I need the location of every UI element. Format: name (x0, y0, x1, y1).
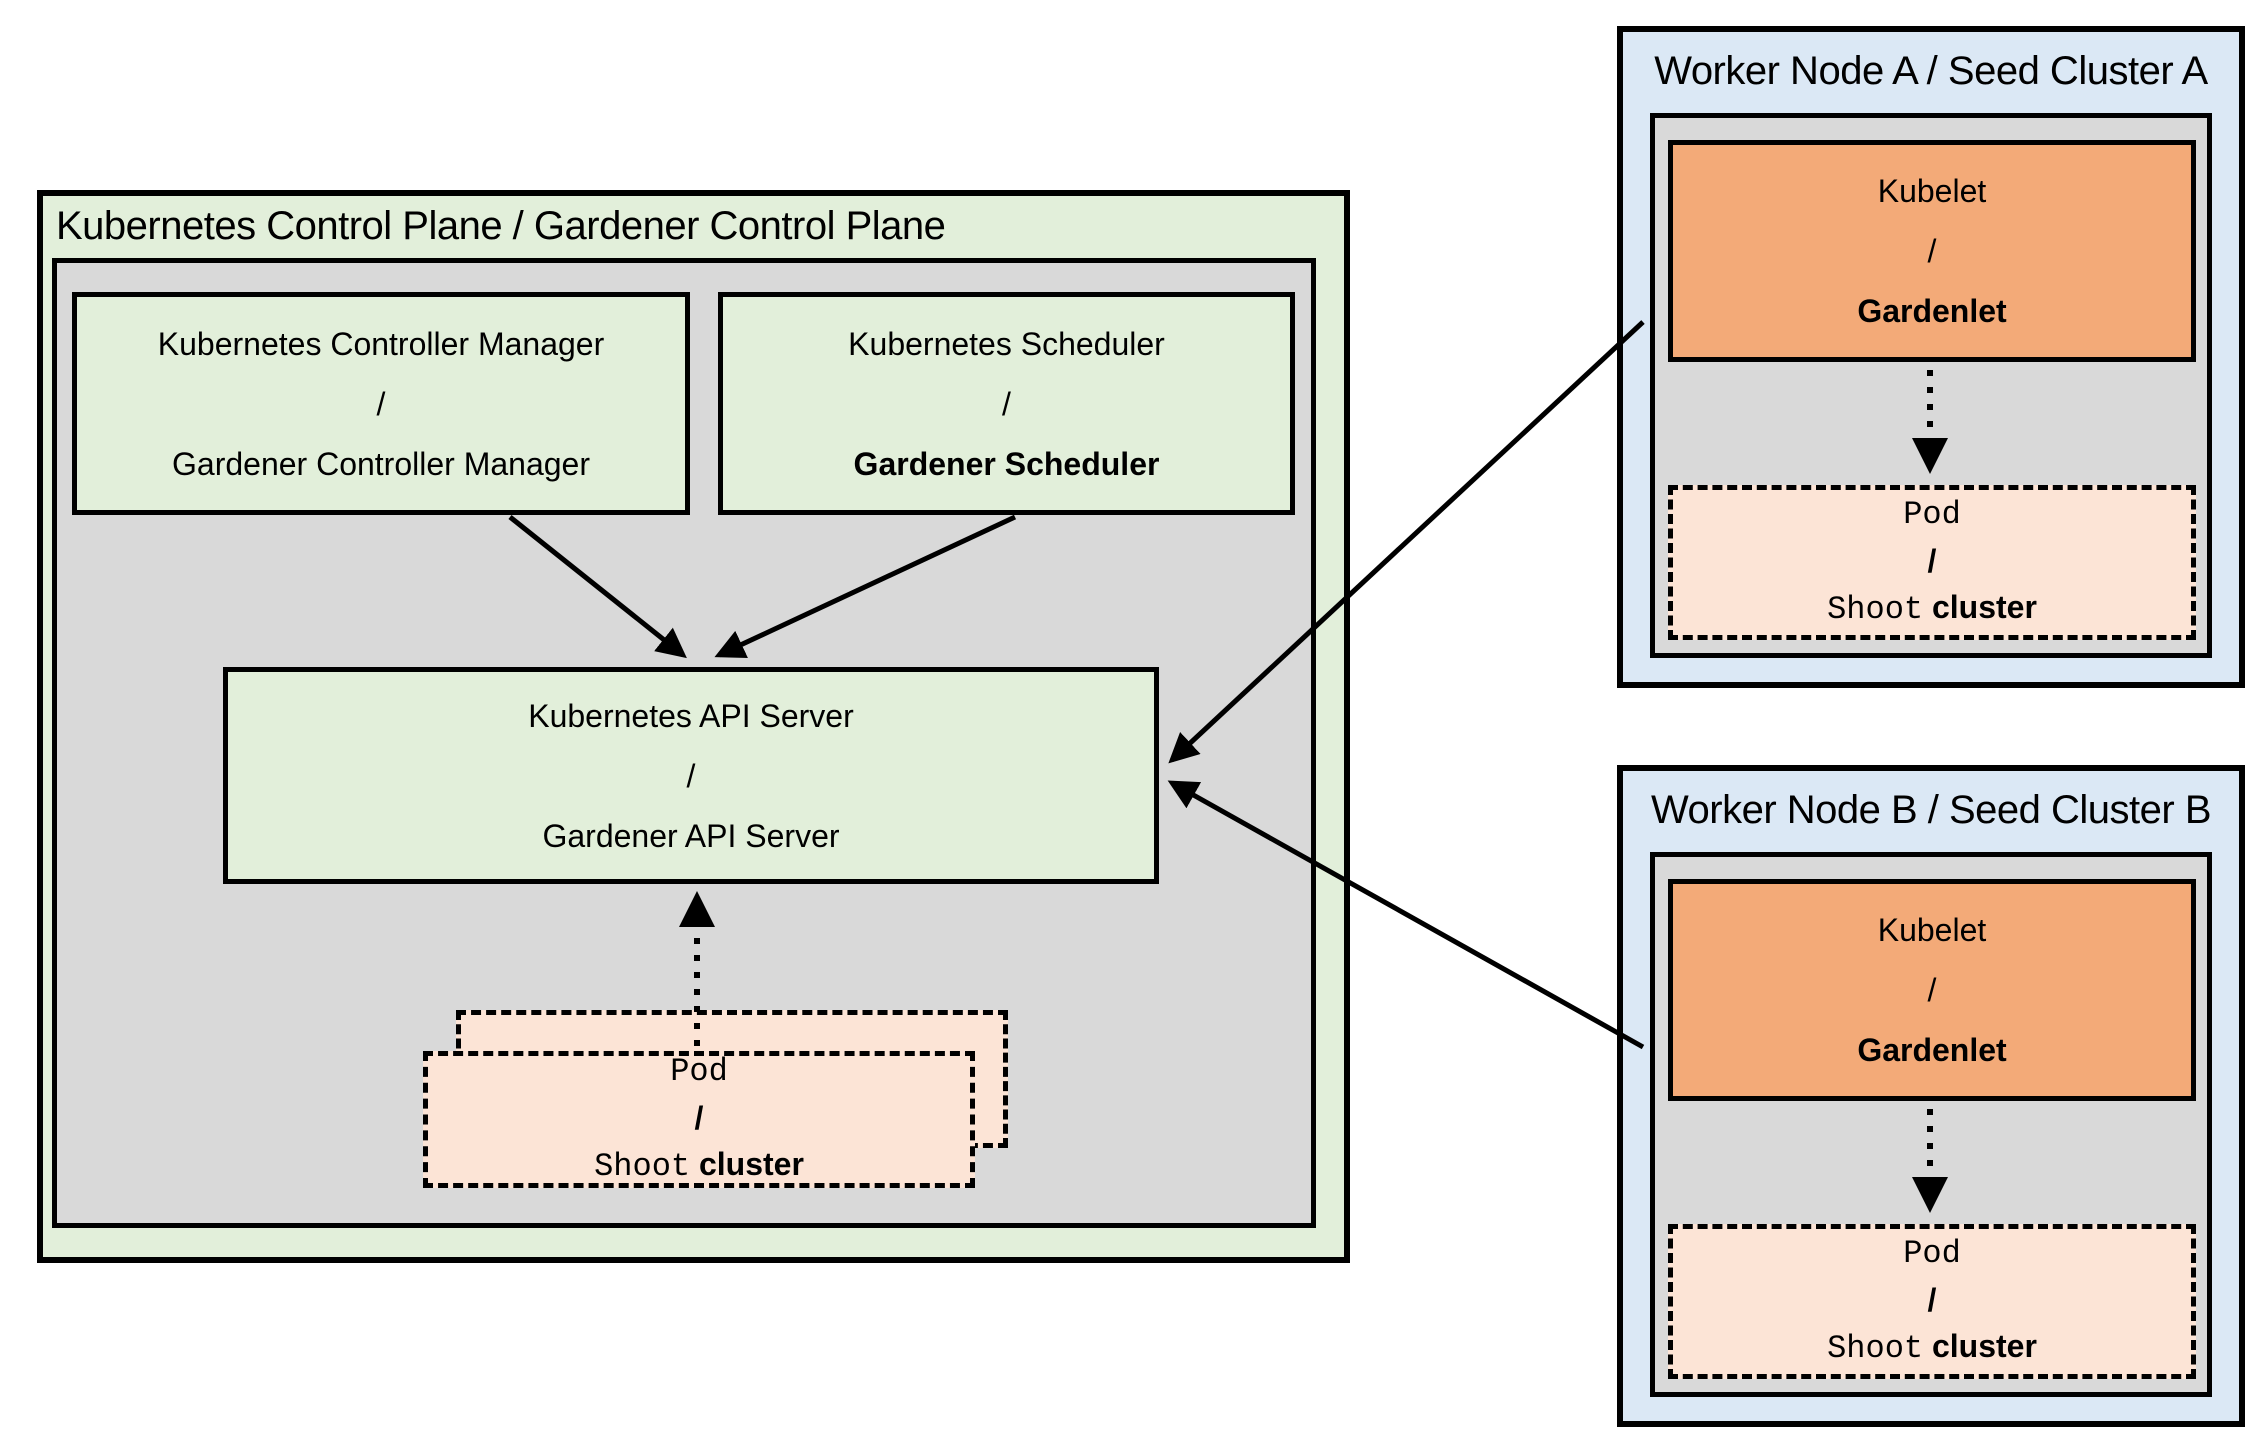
pod-line3-shoot: Shoot (594, 1148, 691, 1185)
scheduler-line2: Gardener Scheduler (853, 445, 1160, 482)
scheduler-box: Kubernetes Scheduler / Gardener Schedule… (718, 292, 1295, 515)
worker-a-pod-line1: Pod (1903, 496, 1961, 533)
pod-slash: / (694, 1100, 704, 1136)
kubelet-b-box: Kubelet / Gardenlet (1668, 879, 2196, 1101)
worker-a-pod-box: Pod / Shoot cluster (1668, 485, 2196, 640)
scheduler-slash: / (1002, 385, 1011, 422)
worker-b-pod-line3: Shoot cluster (1827, 1323, 2037, 1372)
scheduler-line1: Kubernetes Scheduler (848, 325, 1165, 362)
kubelet-b-line2: Gardenlet (1857, 1032, 2007, 1068)
api-server-line1: Kubernetes API Server (528, 697, 854, 734)
worker-a-pod-line3-cluster: cluster (1931, 589, 2037, 625)
worker-b-pod-box: Pod / Shoot cluster (1668, 1224, 2196, 1379)
api-server-slash: / (686, 757, 696, 794)
pod-line3: Shoot cluster (594, 1141, 804, 1190)
worker-b-pod-line3-shoot: Shoot (1827, 1330, 1924, 1367)
controller-manager-line2: Gardener Controller Manager (172, 445, 590, 482)
api-server-line2: Gardener API Server (542, 817, 840, 854)
controller-manager-box: Kubernetes Controller Manager / Gardener… (72, 292, 690, 515)
pod-line3-cluster: cluster (698, 1146, 804, 1182)
worker-a-pod-line3-shoot: Shoot (1827, 591, 1924, 628)
worker-b-pod-slash: / (1927, 1282, 1937, 1318)
worker-b-pod-line3-cluster: cluster (1931, 1328, 2037, 1364)
worker-a-pod-slash: / (1927, 543, 1937, 579)
controller-manager-line1: Kubernetes Controller Manager (157, 325, 605, 362)
kubelet-a-slash: / (1927, 233, 1937, 269)
controller-manager-slash: / (376, 385, 386, 422)
api-server-box: Kubernetes API Server / Gardener API Ser… (223, 667, 1159, 884)
kubelet-b-slash: / (1927, 972, 1937, 1008)
kubelet-b-line1: Kubelet (1877, 912, 1987, 948)
kubelet-a-line1: Kubelet (1877, 173, 1987, 209)
pod-line1: Pod (670, 1053, 728, 1090)
control-plane-pod-box: Pod / Shoot cluster (423, 1051, 975, 1188)
worker-b-pod-line1: Pod (1903, 1235, 1961, 1272)
control-plane-title: Kubernetes Control Plane / Gardener Cont… (56, 204, 946, 248)
worker-a-pod-line3: Shoot cluster (1827, 584, 2037, 633)
worker-node-b-title: Worker Node B / Seed Cluster B (1650, 787, 2212, 832)
kubelet-a-box: Kubelet / Gardenlet (1668, 140, 2196, 362)
worker-node-a-title: Worker Node A / Seed Cluster A (1654, 48, 2208, 93)
kubelet-a-line2: Gardenlet (1857, 293, 2007, 329)
